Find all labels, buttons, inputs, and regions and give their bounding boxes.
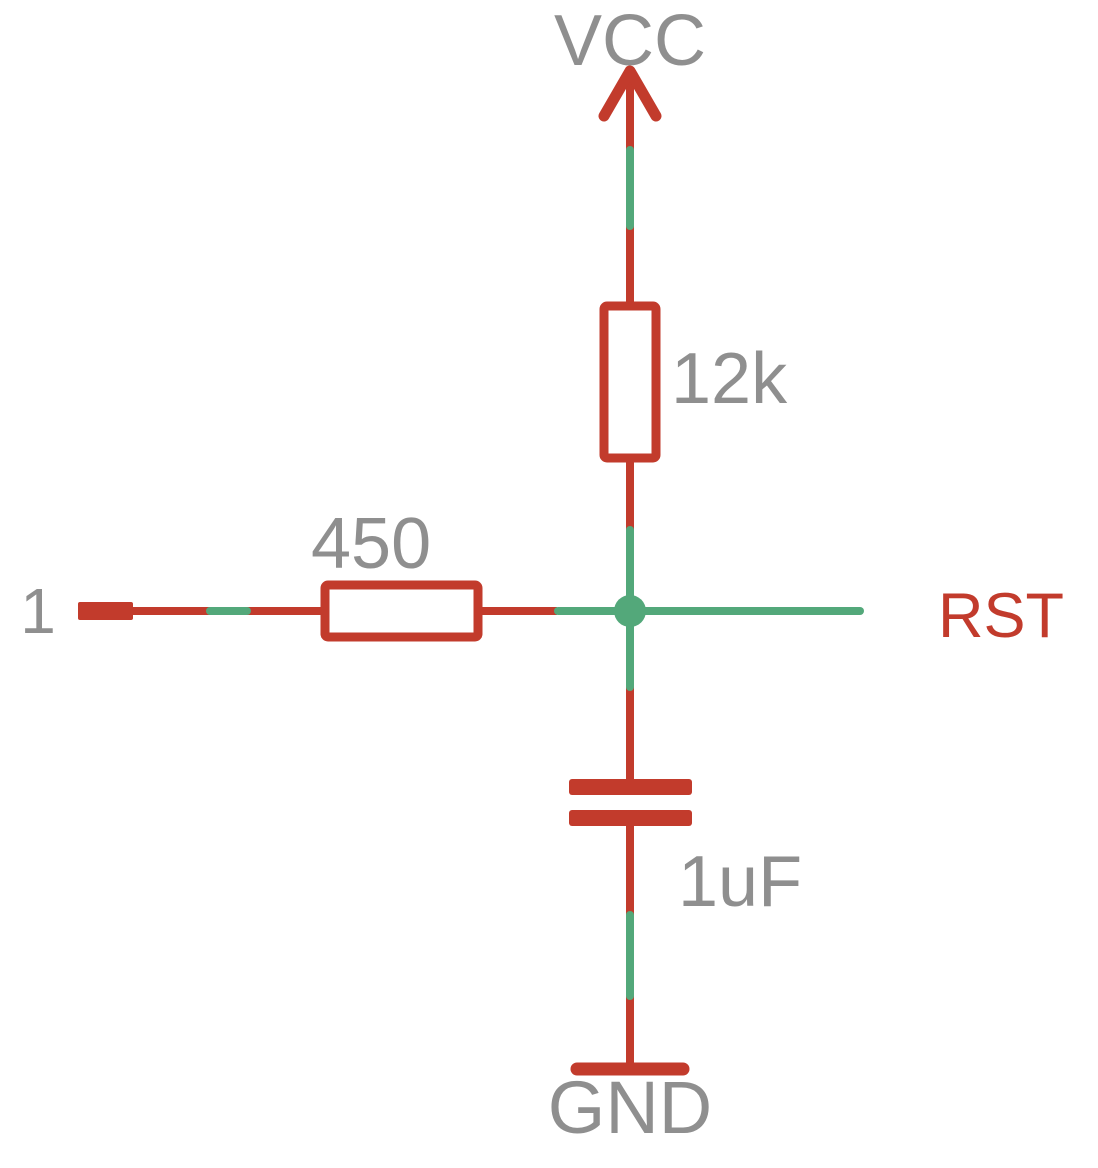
vcc-arrow-icon bbox=[598, 65, 662, 122]
pin1-label: 1 bbox=[20, 575, 56, 647]
resistor-pullup-value: 12k bbox=[671, 339, 788, 419]
vcc-label: VCC bbox=[554, 1, 706, 81]
gnd-label: GND bbox=[548, 1066, 712, 1149]
net-label-rst: RST bbox=[938, 581, 1064, 651]
resistor-series-body bbox=[320, 580, 483, 642]
capacitor-bottom-plate bbox=[569, 810, 692, 826]
resistor-pullup-body bbox=[599, 301, 661, 463]
junction-dot bbox=[614, 595, 646, 627]
pin1-pad bbox=[78, 602, 133, 620]
resistor-series-value: 450 bbox=[311, 504, 431, 584]
capacitor-value: 1uF bbox=[678, 842, 802, 922]
capacitor-top-plate bbox=[569, 779, 692, 795]
